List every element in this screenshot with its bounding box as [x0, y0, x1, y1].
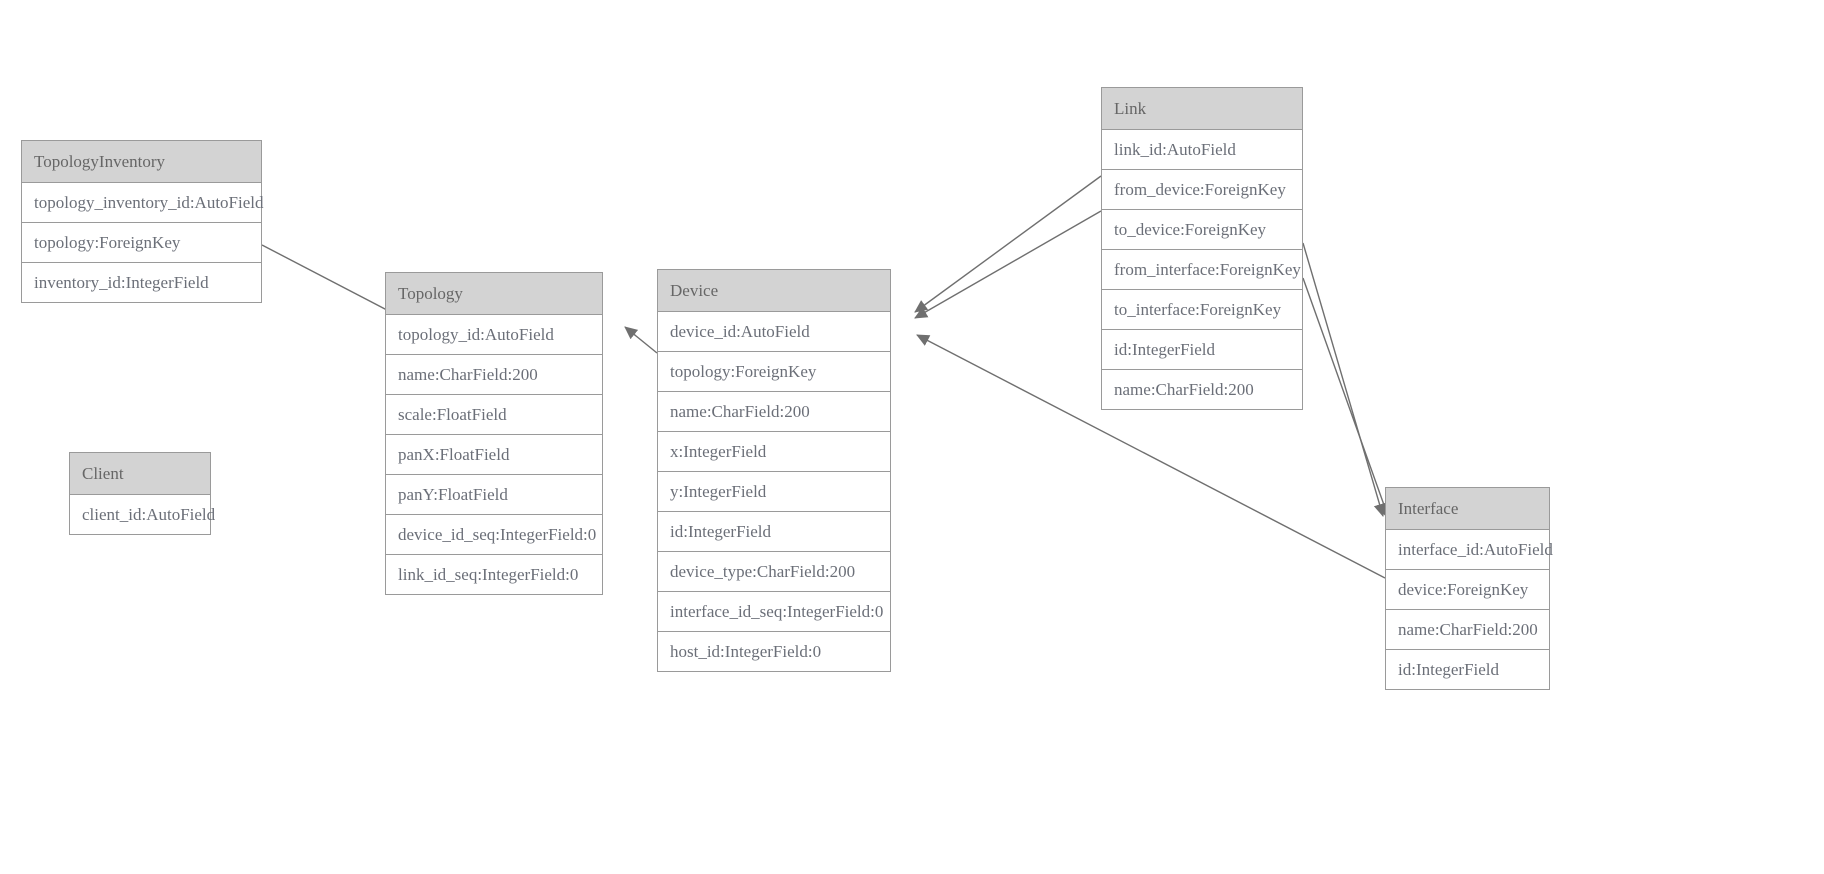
field-row: x:IntegerField — [658, 432, 890, 472]
edge-link-fromdevice-device — [914, 175, 1102, 313]
field-row: interface_id:AutoField — [1386, 530, 1553, 570]
field-row: link_id_seq:IntegerField:0 — [386, 555, 602, 594]
field-row: panX:FloatField — [386, 435, 602, 475]
field-row: name:CharField:200 — [1386, 610, 1549, 650]
field-row: topology:ForeignKey — [22, 223, 261, 263]
field-row: name:CharField:200 — [386, 355, 602, 395]
entity-title-topology: Topology — [386, 273, 602, 315]
edge-link-tointerface-interface — [1302, 277, 1391, 520]
field-row: name:CharField:200 — [1102, 370, 1302, 409]
field-row: scale:FloatField — [386, 395, 602, 435]
field-row: topology_id:AutoField — [386, 315, 602, 355]
field-row: inventory_id:IntegerField — [22, 263, 261, 302]
field-row: link_id:AutoField — [1102, 130, 1302, 170]
edge-link-frominterface-interface — [1302, 242, 1386, 517]
field-row: id:IntegerField — [1386, 650, 1549, 689]
entity-title-topology_inventory: TopologyInventory — [22, 141, 261, 183]
field-row: panY:FloatField — [386, 475, 602, 515]
field-row: from_device:ForeignKey — [1102, 170, 1302, 210]
field-row: device_id_seq:IntegerField:0 — [386, 515, 602, 555]
field-row: y:IntegerField — [658, 472, 890, 512]
field-row: device_type:CharField:200 — [658, 552, 890, 592]
field-row: topology:ForeignKey — [658, 352, 890, 392]
field-row: device:ForeignKey — [1386, 570, 1549, 610]
field-row: topology_inventory_id:AutoField — [22, 183, 264, 223]
field-row: to_device:ForeignKey — [1102, 210, 1302, 250]
entity-title-client: Client — [70, 453, 210, 495]
field-row: id:IntegerField — [1102, 330, 1302, 370]
field-row: to_interface:ForeignKey — [1102, 290, 1302, 330]
entity-title-device: Device — [658, 270, 890, 312]
field-row: device_id:AutoField — [658, 312, 890, 352]
field-row: id:IntegerField — [658, 512, 890, 552]
field-row: interface_id_seq:IntegerField:0 — [658, 592, 890, 632]
field-row: host_id:IntegerField:0 — [658, 632, 890, 671]
field-row: client_id:AutoField — [70, 495, 215, 534]
field-row: from_interface:ForeignKey — [1102, 250, 1302, 290]
edge-device-topology — [624, 326, 658, 354]
entity-title-link: Link — [1102, 88, 1302, 130]
field-row: name:CharField:200 — [658, 392, 890, 432]
entity-title-interface: Interface — [1386, 488, 1549, 530]
edge-link-todevice-device — [914, 210, 1102, 319]
